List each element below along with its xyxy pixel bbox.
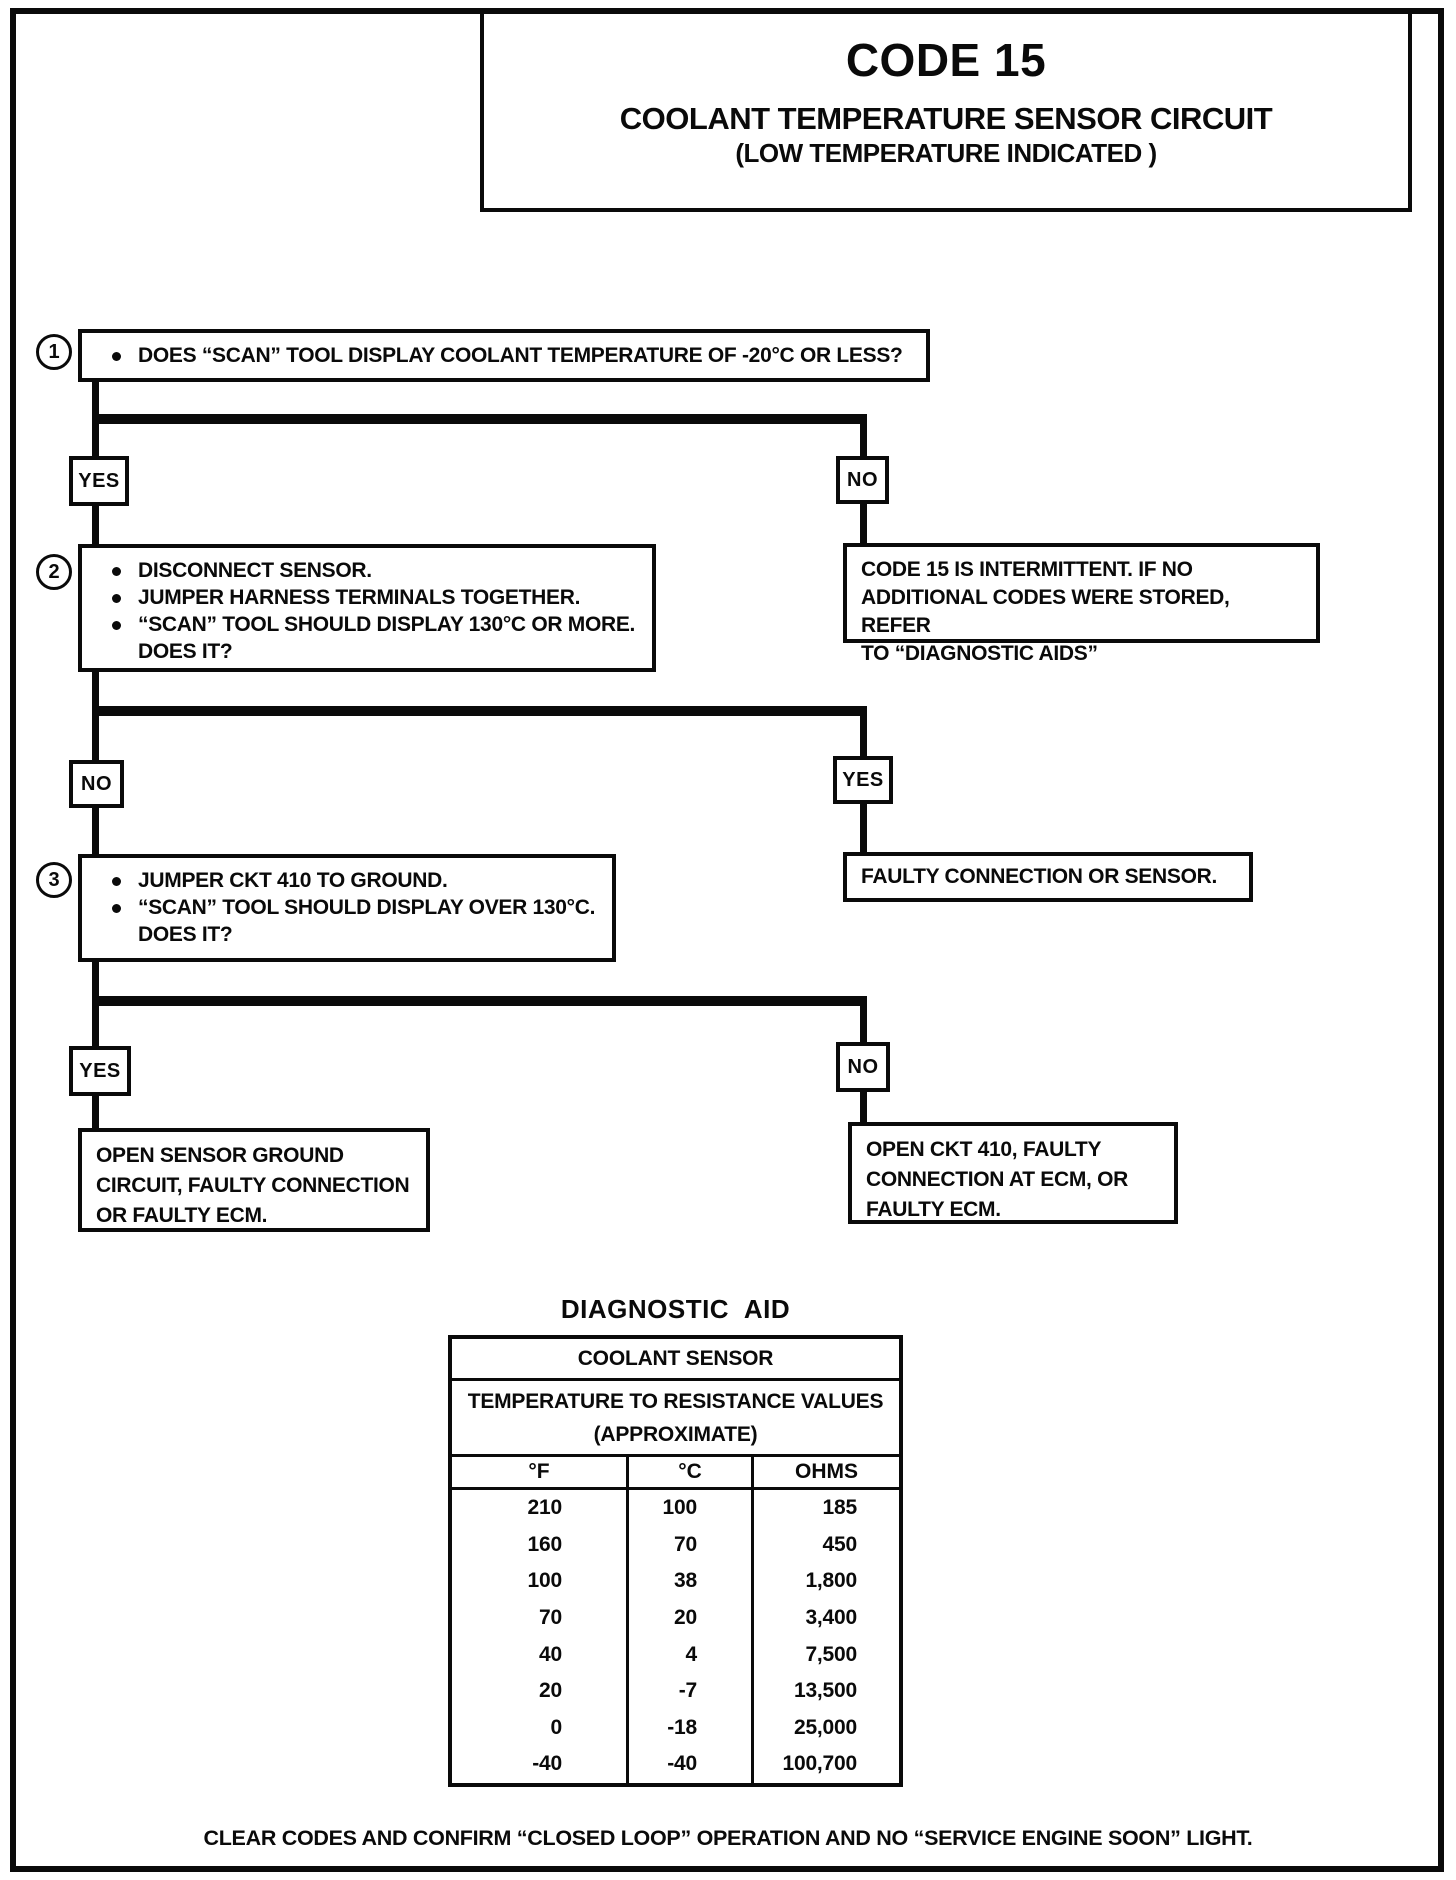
step-1-number-label: 1 (48, 340, 60, 363)
coolant-sensor-table: COOLANT SENSOR TEMPERATURE TO RESISTANCE… (448, 1335, 903, 1787)
page-subtitle-2: (LOW TEMPERATURE INDICATED ) (735, 138, 1157, 168)
connector-line (860, 504, 867, 543)
page-title: CODE 15 (845, 34, 1047, 86)
connector-line (92, 672, 99, 760)
table-row: 160 70 450 (452, 1526, 899, 1564)
yes-label: YES (842, 768, 884, 791)
title-box: CODE 15 COOLANT TEMPERATURE SENSOR CIRCU… (480, 10, 1412, 212)
table-row: 70 20 3,400 (452, 1599, 899, 1637)
column-header-c: °C (629, 1457, 754, 1487)
open-ground-result-box: OPEN SENSOR GROUND CIRCUIT, FAULTY CONNE… (78, 1128, 430, 1232)
bullet-icon (112, 621, 121, 630)
table-subtitle-line-2: (APPROXIMATE) (593, 1422, 758, 1446)
column-header-f: °F (452, 1457, 629, 1487)
decision-no-1: NO (836, 456, 889, 504)
bullet-icon (112, 904, 121, 913)
step-2-number: 2 (36, 554, 72, 590)
cell-ohms: 185 (822, 1496, 858, 1520)
step-2-bullet-1: DISCONNECT SENSOR. (138, 559, 372, 582)
connector-line (92, 808, 99, 854)
step-3-number-label: 3 (48, 868, 60, 891)
step-3-bullet-2: “SCAN” TOOL SHOULD DISPLAY OVER 130°C. D… (138, 896, 596, 946)
table-row: 100 38 1,800 (452, 1563, 899, 1600)
cell-c: 38 (629, 1563, 754, 1600)
cell-ohms: 1,800 (805, 1569, 857, 1593)
step-1-number: 1 (36, 334, 72, 370)
table-row: 210 100 185 (452, 1490, 899, 1527)
cell-c: 4 (629, 1636, 754, 1673)
cell-ohms: 3,400 (805, 1606, 857, 1630)
connector-line (92, 506, 99, 544)
table-subtitle: TEMPERATURE TO RESISTANCE VALUES (APPROX… (452, 1381, 899, 1457)
cell-ohms: 25,000 (793, 1715, 857, 1739)
cell-f: -40 (452, 1746, 629, 1783)
table-row: 20 -7 13,500 (452, 1672, 899, 1710)
table-subtitle-line-1: TEMPERATURE TO RESISTANCE VALUES (467, 1389, 884, 1413)
cell-f: 40 (452, 1636, 629, 1673)
cell-c: 100 (629, 1490, 754, 1527)
cell-ohms: 450 (822, 1532, 858, 1556)
no-label: NO (81, 772, 112, 795)
footer-instruction: CLEAR CODES AND CONFIRM “CLOSED LOOP” OP… (203, 1826, 1253, 1850)
decision-yes-3: YES (69, 1046, 131, 1096)
column-header-ohms: OHMS (795, 1460, 858, 1483)
step-1-box: DOES “SCAN” TOOL DISPLAY COOLANT TEMPERA… (78, 329, 930, 382)
yes-label: YES (78, 469, 120, 492)
connector-line (92, 706, 867, 716)
decision-yes-1: YES (69, 456, 129, 506)
table-title: COOLANT SENSOR (452, 1339, 899, 1381)
table-header-row: °F °C OHMS (452, 1457, 899, 1490)
table-row: 40 4 7,500 (452, 1636, 899, 1673)
cell-c: -7 (629, 1672, 754, 1710)
decision-no-3: NO (836, 1042, 890, 1092)
step-2-number-label: 2 (48, 560, 60, 583)
connector-line (860, 424, 867, 458)
bullet-icon (112, 352, 121, 361)
bullet-icon (112, 594, 121, 603)
step-2-bullet-2: JUMPER HARNESS TERMINALS TOGETHER. (138, 586, 581, 609)
cell-f: 0 (452, 1709, 629, 1747)
intermittent-result-box: CODE 15 IS INTERMITTENT. IF NO ADDITIONA… (843, 543, 1320, 665)
connector-line (92, 996, 867, 1006)
cell-f: 70 (452, 1599, 629, 1637)
connector-line (860, 804, 867, 852)
cell-f: 210 (452, 1490, 629, 1527)
cell-c: 20 (629, 1599, 754, 1637)
table-row: -40 -40 100,700 (452, 1746, 899, 1783)
cell-c: -18 (629, 1709, 754, 1747)
no-label: NO (847, 468, 878, 491)
bullet-icon (112, 567, 121, 576)
faulty-sensor-result-box: FAULTY CONNECTION OR SENSOR. (843, 852, 1253, 902)
connector-line (860, 1006, 867, 1042)
cell-f: 160 (452, 1526, 629, 1564)
connector-line (860, 716, 867, 756)
connector-line (860, 1092, 867, 1122)
step-3-bullet-1: JUMPER CKT 410 TO GROUND. (138, 869, 448, 892)
decision-yes-2: YES (833, 756, 893, 804)
connector-line (92, 1096, 99, 1128)
step-1-question: DOES “SCAN” TOOL DISPLAY COOLANT TEMPERA… (138, 344, 903, 367)
page-subtitle: COOLANT TEMPERATURE SENSOR CIRCUIT (619, 101, 1273, 136)
bullet-icon (112, 877, 121, 886)
step-3-number: 3 (36, 862, 72, 898)
cell-ohms: 13,500 (793, 1679, 857, 1703)
open-ckt-result-box: OPEN CKT 410, FAULTY CONNECTION AT ECM, … (848, 1122, 1178, 1224)
table-row: 0 -18 25,000 (452, 1709, 899, 1747)
cell-ohms: 100,700 (782, 1752, 857, 1776)
cell-f: 20 (452, 1672, 629, 1710)
decision-no-2: NO (69, 760, 124, 808)
connector-line (92, 414, 867, 424)
yes-label: YES (79, 1059, 121, 1082)
cell-ohms: 7,500 (805, 1642, 857, 1666)
cell-c: -40 (629, 1746, 754, 1783)
step-2-box: DISCONNECT SENSOR. JUMPER HARNESS TERMIN… (78, 544, 656, 672)
diagnostic-aid-heading: DIAGNOSTIC AID (560, 1294, 791, 1324)
step-3-box: JUMPER CKT 410 TO GROUND. “SCAN” TOOL SH… (78, 854, 616, 962)
step-2-bullet-3: “SCAN” TOOL SHOULD DISPLAY 130°C OR MORE… (138, 613, 636, 663)
no-label: NO (847, 1055, 879, 1078)
cell-c: 70 (629, 1526, 754, 1564)
cell-f: 100 (452, 1563, 629, 1600)
